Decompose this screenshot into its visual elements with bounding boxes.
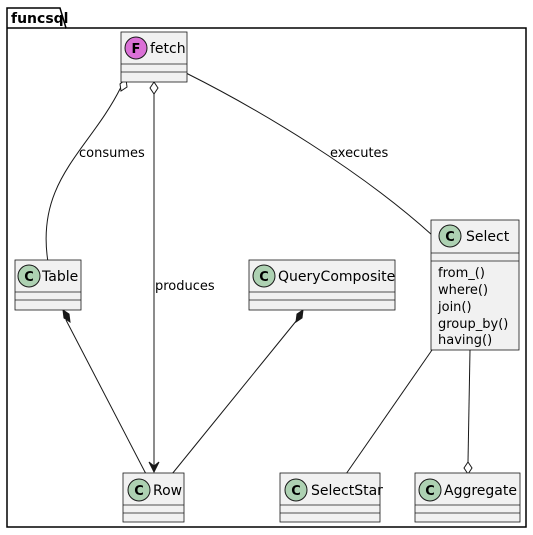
class-select[interactable]: C Select from_() where() join() group_by… <box>430 219 520 351</box>
class-table[interactable]: C Table <box>14 259 82 311</box>
class-stereotype-icon <box>284 478 308 502</box>
method-from: from_() <box>438 266 485 281</box>
relation-executes: executes <box>185 72 433 236</box>
stereotype-letter: C <box>425 484 435 499</box>
stereotype-letter: C <box>259 270 269 285</box>
class-name: Select <box>466 229 510 245</box>
class-aggregate[interactable]: C Aggregate <box>414 472 521 523</box>
class-querycomposite[interactable]: C QueryComposite <box>248 259 396 311</box>
relation-table-row <box>62 308 147 475</box>
relation-label-consumes: consumes <box>79 146 145 161</box>
stereotype-letter: C <box>134 484 144 499</box>
class-name: Row <box>153 483 182 499</box>
class-name: Table <box>41 269 78 285</box>
relation-produces: produces <box>148 81 215 474</box>
stereotype-letter: C <box>445 230 455 245</box>
method-where: where() <box>438 283 488 298</box>
function-stereotype-icon <box>124 36 148 60</box>
class-name: QueryComposite <box>278 269 395 285</box>
class-stereotype-icon <box>438 224 462 248</box>
method-join: join() <box>437 300 472 315</box>
relation-select-aggregate <box>463 349 473 475</box>
relation-select-selectstar <box>345 349 433 475</box>
class-stereotype-icon <box>17 264 41 288</box>
package-frame: funcsql <box>6 7 527 528</box>
method-group-by: group_by() <box>438 317 508 332</box>
stereotype-letter: C <box>24 270 34 285</box>
class-name: SelectStar <box>311 483 383 499</box>
class-stereotype-icon <box>252 264 276 288</box>
class-stereotype-icon <box>127 478 151 502</box>
class-selectstar[interactable]: C SelectStar <box>279 472 383 523</box>
class-name: Aggregate <box>444 483 517 499</box>
class-stereotype-icon <box>418 478 442 502</box>
stereotype-letter: C <box>291 484 301 499</box>
method-having: having() <box>438 333 492 348</box>
relation-querycomposite-row <box>171 308 304 475</box>
class-row[interactable]: C Row <box>122 472 185 523</box>
relation-consumes: consumes <box>45 78 145 263</box>
stereotype-letter: F <box>132 42 141 57</box>
class-name: fetch <box>150 41 186 57</box>
relation-label-executes: executes <box>330 146 389 161</box>
relation-label-produces: produces <box>155 279 215 294</box>
package-title: funcsql <box>11 11 68 27</box>
class-fetch[interactable]: F fetch <box>120 31 188 83</box>
